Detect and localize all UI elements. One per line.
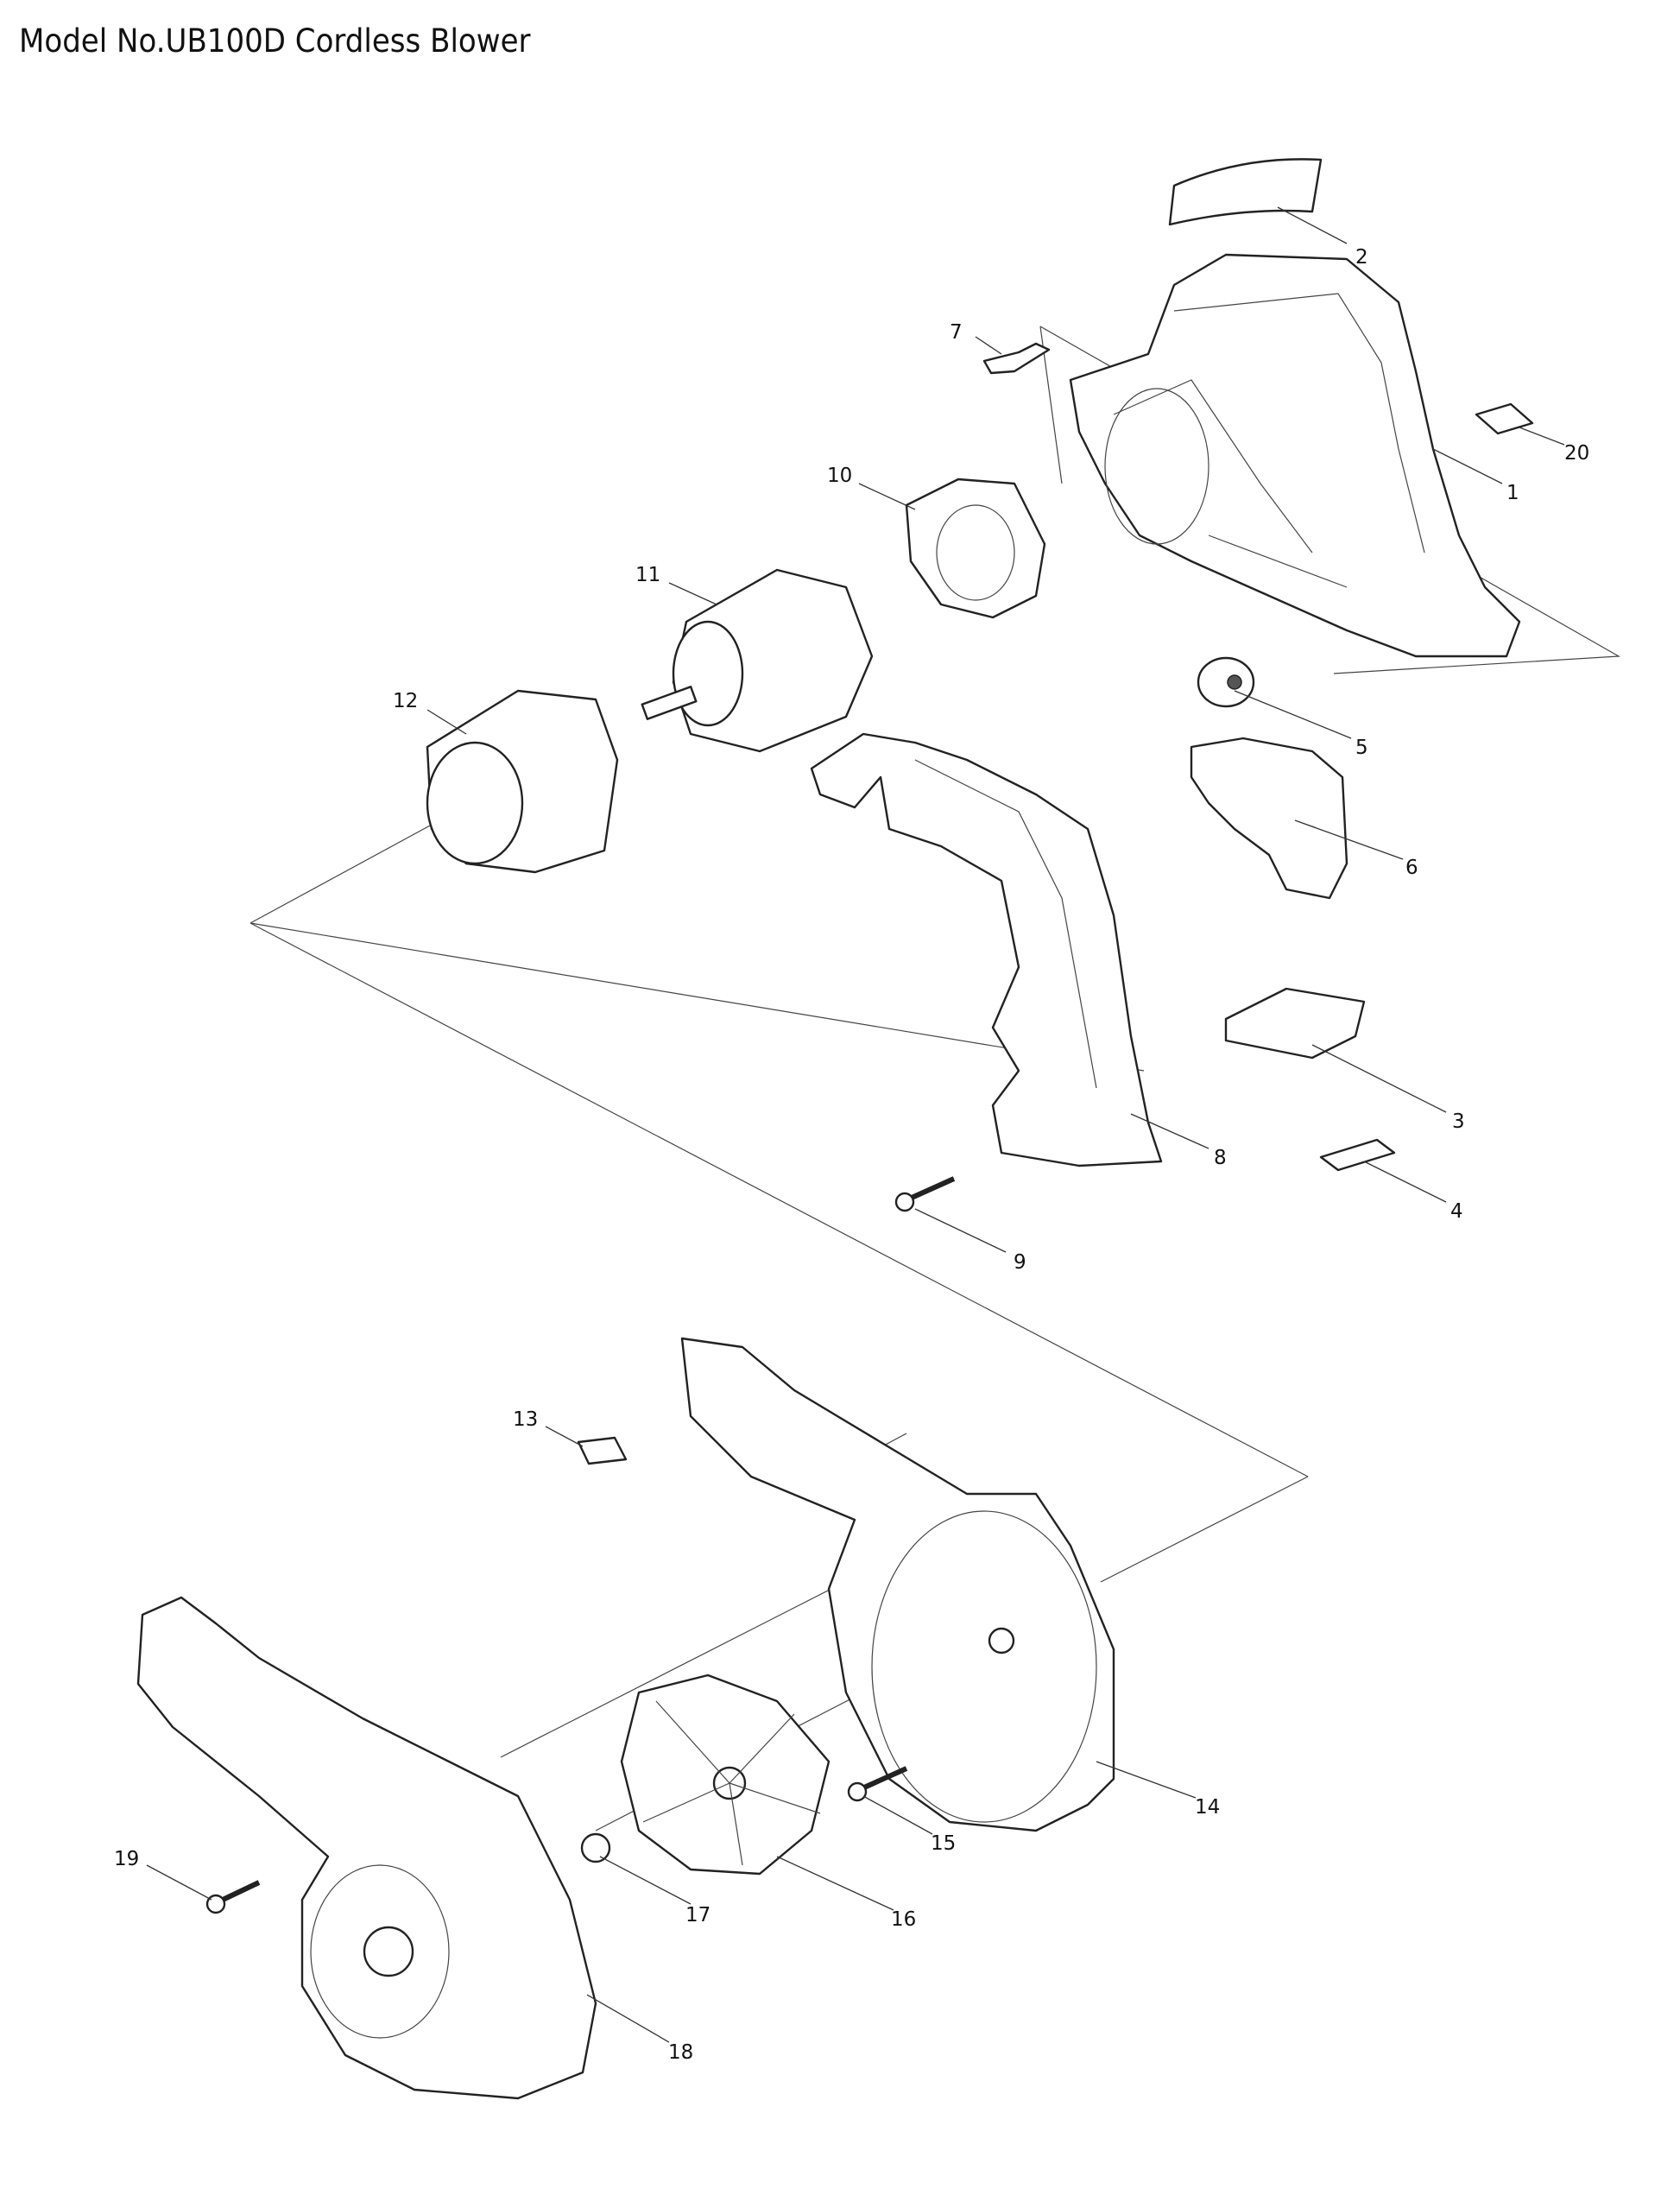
part-label-14: 14 <box>1195 1796 1220 1819</box>
leader-lines <box>146 206 1565 2043</box>
part-label-16: 16 <box>891 1908 916 1931</box>
part-label-13: 13 <box>513 1408 538 1431</box>
part-16-fan <box>620 1673 831 1876</box>
part-6-switch <box>1190 737 1348 900</box>
part-18-front-housing <box>136 1596 597 2100</box>
part-1-housing <box>1069 253 1521 658</box>
part-label-2: 2 <box>1355 246 1368 269</box>
part-10-motor-holder <box>905 478 1046 619</box>
part-label-11: 11 <box>635 564 660 586</box>
part-19-screw <box>205 1880 261 1914</box>
part-17-nut <box>580 1832 611 1863</box>
part-label-20: 20 <box>1564 442 1589 465</box>
part-label-19: 19 <box>114 1848 139 1870</box>
part-9-screw <box>894 1176 956 1212</box>
part-14-fan-housing <box>680 1337 1115 1832</box>
part-13-plate <box>577 1436 628 1465</box>
part-4-label <box>1319 1138 1396 1172</box>
part-2-label-plate <box>1168 158 1323 226</box>
part-label-15: 15 <box>931 1832 956 1855</box>
part-label-12: 12 <box>393 690 418 712</box>
part-label-18: 18 <box>668 2041 693 2064</box>
part-7-terminal <box>982 342 1051 375</box>
page-title: Model No.UB100D Cordless Blower <box>19 22 531 60</box>
part-label-5: 5 <box>1355 737 1368 759</box>
part-number-labels: 1 2 3 4 5 6 7 8 9 10 11 12 13 14 15 16 1… <box>114 246 1589 2064</box>
part-5-switch-knob <box>1197 656 1255 708</box>
part-11-motor <box>641 568 874 753</box>
part-label-4: 4 <box>1450 1200 1463 1223</box>
part-label-9: 9 <box>1014 1251 1026 1274</box>
part-label-10: 10 <box>827 465 852 487</box>
part-15-screw <box>847 1766 908 1802</box>
part-label-6: 6 <box>1405 857 1418 879</box>
part-label-3: 3 <box>1452 1110 1465 1133</box>
part-12-motor-cover <box>426 689 619 874</box>
part-20-label <box>1475 402 1534 435</box>
part-label-17: 17 <box>685 1904 711 1926</box>
part-label-1: 1 <box>1506 482 1519 504</box>
part-label-7: 7 <box>950 321 963 344</box>
part-8-handle-housing <box>810 732 1163 1167</box>
part-3-controller <box>1224 987 1366 1060</box>
part-label-8: 8 <box>1214 1147 1227 1169</box>
